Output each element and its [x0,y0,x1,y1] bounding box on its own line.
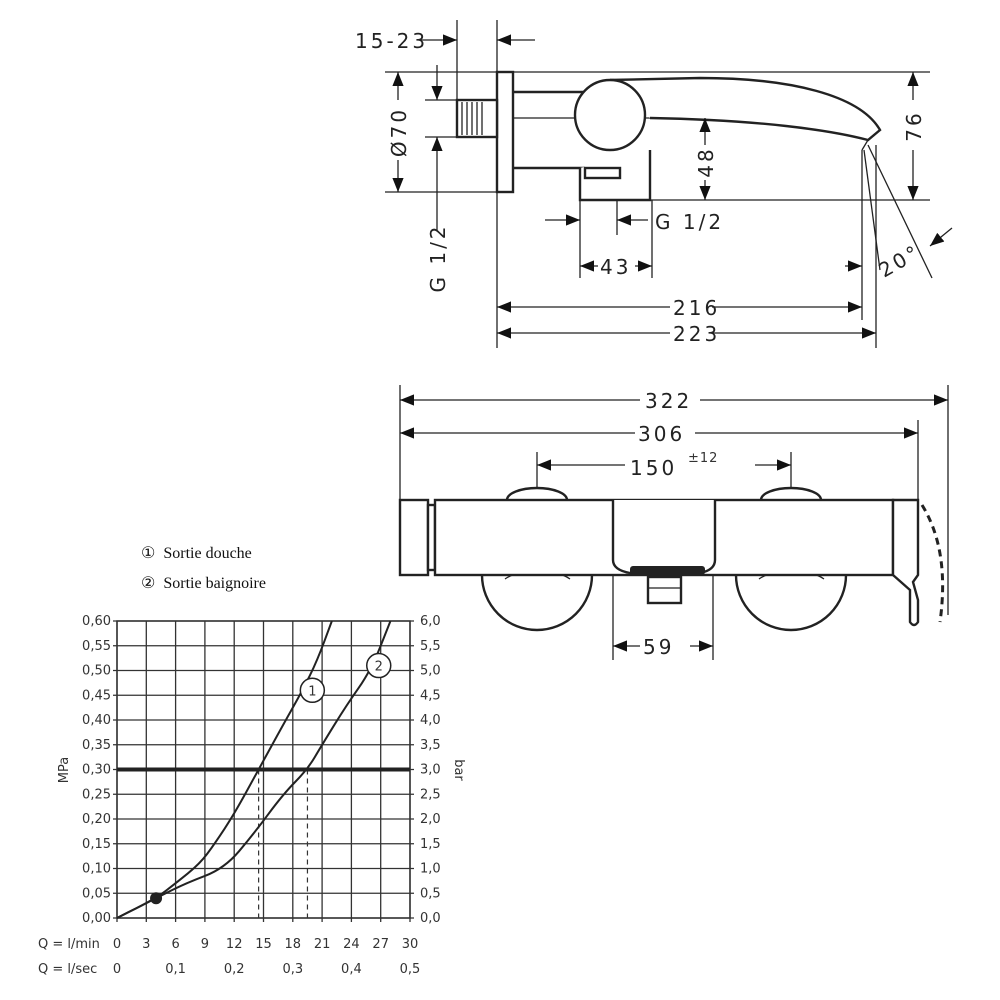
y-tick-label-right: 1,5 [420,837,441,852]
y-tick-label-left: 0,55 [82,639,111,654]
y-tick-label-right: 2,0 [420,812,441,827]
left-handle [480,574,594,632]
outlet-nut [646,575,683,605]
x-tick-label: 24 [343,937,360,952]
x-tick-label: 15 [255,937,272,952]
y-tick-label-right: 3,0 [420,763,441,778]
dim-projection-216: 216 [673,296,720,320]
y-tick-label-right: 5,0 [420,664,441,679]
dim-height-76: 76 [902,110,926,141]
outlet-thread [583,166,622,180]
x2-tick-label: 0,3 [282,962,303,977]
spout [609,76,882,142]
y-axis-label-left: MPa [57,757,72,783]
mixer-body [573,78,647,152]
y-tick-label-right: 4,5 [420,688,441,703]
dim-wall-gap: 15-23 [355,29,428,53]
legend-symbol-2: ② [141,575,155,592]
min-pressure-marker [150,892,163,905]
x-axis-label-primary: Q = l/min [38,937,100,952]
legend: ① Sortie douche ② Sortie baignoire [141,545,266,592]
y-tick-label-right: 2,5 [420,787,441,802]
y-tick-label-left: 0,30 [82,763,111,778]
front-view: 322 306 150 ±12 59 [398,385,949,660]
dim-body-306: 306 [638,422,685,446]
x-tick-label: 12 [226,937,243,952]
y-tick-label-left: 0,10 [82,862,111,877]
center-recess [611,500,717,575]
front-dimension-lines [400,394,948,652]
lever-swing-arc [920,504,945,623]
dim-overall-322: 322 [645,389,692,413]
y-tick-label-left: 0,05 [82,886,111,901]
dim-centers-150: 150 [630,456,677,480]
dim-centers-tolerance: ±12 [688,451,718,466]
diverter-lever [891,498,920,627]
series-label-2: 2 [375,660,383,675]
y-tick-label-left: 0,50 [82,664,111,679]
y-tick-label-left: 0,40 [82,713,111,728]
dim-outlet-43: 43 [600,255,631,279]
dim-height-48: 48 [694,146,718,177]
dim-projection-223: 223 [673,322,720,346]
dim-angle: 20° [875,239,925,282]
y-tick-label-left: 0,00 [82,911,111,926]
x-tick-label: 3 [142,937,150,952]
wall-plate [495,70,515,194]
y-tick-label-right: 3,5 [420,738,441,753]
legend-label-2: Sortie baignoire [163,575,266,592]
y-tick-label-right: 6,0 [420,614,441,629]
x-tick-label: 0 [113,937,121,952]
x2-tick-label: 0,2 [224,962,245,977]
y-axis-label-right: bar [451,759,466,781]
x-tick-label: 21 [314,937,331,952]
y-tick-label-left: 0,45 [82,688,111,703]
y-tick-label-left: 0,20 [82,812,111,827]
series-label-1: 1 [308,684,316,699]
y-tick-label-right: 1,0 [420,862,441,877]
y-tick-label-right: 0,0 [420,911,441,926]
x-tick-label: 6 [171,937,179,952]
y-tick-label-left: 0,60 [82,614,111,629]
dim-thread-outlet: G 1/2 [655,210,724,234]
right-handle [734,574,848,632]
y-tick-label-right: 5,5 [420,639,441,654]
x2-tick-label: 0,4 [341,962,362,977]
series-line-2 [116,620,392,919]
x2-tick-label: 0,5 [400,962,421,977]
y-tick-label-right: 4,0 [420,713,441,728]
legend-symbol-1: ① [141,545,155,562]
x-tick-label: 30 [402,937,419,952]
y-tick-label-left: 0,25 [82,787,111,802]
x2-tick-label: 0 [113,962,121,977]
thread-hatching [461,102,483,135]
left-end-cap [398,498,430,577]
y-tick-label-left: 0,35 [82,738,111,753]
connecting-pipe [513,90,590,170]
side-view: 15-23 Ø70 G 1/2 48 76 G 1/2 43 20° 216 2… [355,20,953,348]
x-axis-label-secondary: Q = l/sec [38,962,97,977]
x-tick-label: 27 [372,937,389,952]
x-tick-label: 18 [285,937,302,952]
series-label-circle-2 [365,652,392,679]
x-tick-label: 9 [201,937,209,952]
series-label-circle-1 [299,677,326,704]
extension-lines [385,20,933,348]
x2-tick-label: 0,1 [165,962,186,977]
legend-label-1: Sortie douche [163,545,251,562]
dim-diameter: Ø70 [387,107,411,157]
dim-thread-left: G 1/2 [426,223,450,292]
dim-outlet-59: 59 [643,635,674,659]
outlet-bar [630,566,705,575]
y-tick-label-right: 0,5 [420,886,441,901]
dimension-lines [392,34,953,339]
y-tick-label-left: 0,15 [82,837,111,852]
